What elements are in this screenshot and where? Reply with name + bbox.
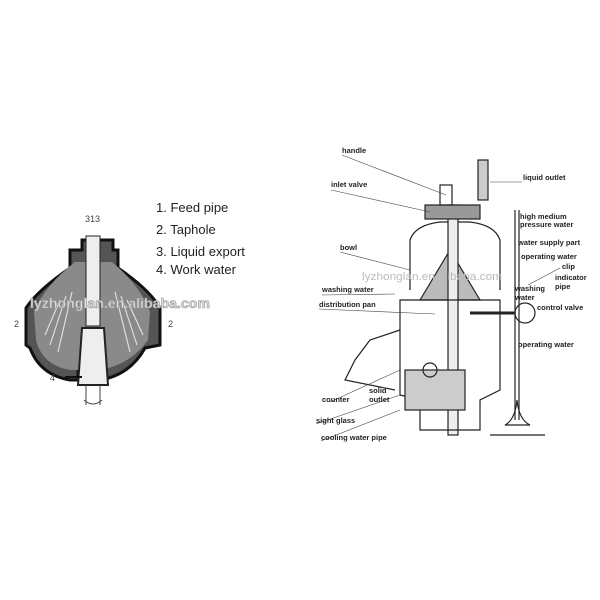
right-labels: handle inlet valve liquid outlet high me… [316,146,587,442]
label-washing-water-left: washing water [321,285,374,294]
label-clip: clip [562,262,575,271]
callout-2-left: 2 [14,319,19,329]
leader-lines [315,154,561,442]
label-sight-glass: sight glass [316,416,355,425]
watermark-right: lyzhonglan.en.alibaba.com [362,271,502,283]
label-indicator: indicator [555,273,587,282]
legend-item: 2. Taphole [156,222,216,237]
callout-2-right: 2 [168,319,173,329]
label-outlet: outlet [369,395,390,404]
watermark-left: lyzhonglan.en.alibaba.com [30,295,210,311]
callout-4: 4 [50,373,55,383]
label-solid: solid [369,386,387,395]
label-high-medium: high medium [520,212,567,221]
label-counter: counter [322,395,350,404]
label-distribution-pan: distribution pan [319,300,376,309]
label-handle: handle [342,146,366,155]
label-water-supply-part: water supply part [517,238,581,247]
label-water-right: water [514,293,535,302]
legend-item: 4. Work water [156,262,237,277]
legend-item: 1. Feed pipe [156,200,228,215]
left-legend: 1. Feed pipe 2. Taphole 3. Liquid export… [156,200,245,277]
callout-313: 313 [85,214,100,224]
label-bowl: bowl [340,243,357,252]
right-separator-drawing [344,159,545,436]
label-pipe: pipe [555,282,570,291]
label-cooling-water-pipe: cooling water pipe [321,433,387,442]
label-liquid-outlet: liquid outlet [523,173,566,182]
label-inlet-valve: inlet valve [331,180,367,189]
legend-item: 3. Liquid export [156,244,245,259]
label-operating-water-bottom: operating water [518,340,574,349]
label-washing-right: washing [514,284,545,293]
label-pressure-water: pressure water [520,220,573,229]
label-operating-water-top: operating water [521,252,577,261]
label-control-valve: control valve [537,303,583,312]
left-bowl-drawing: 313 2 2 4 lyzhonglan.en.alibaba.com [14,214,210,405]
